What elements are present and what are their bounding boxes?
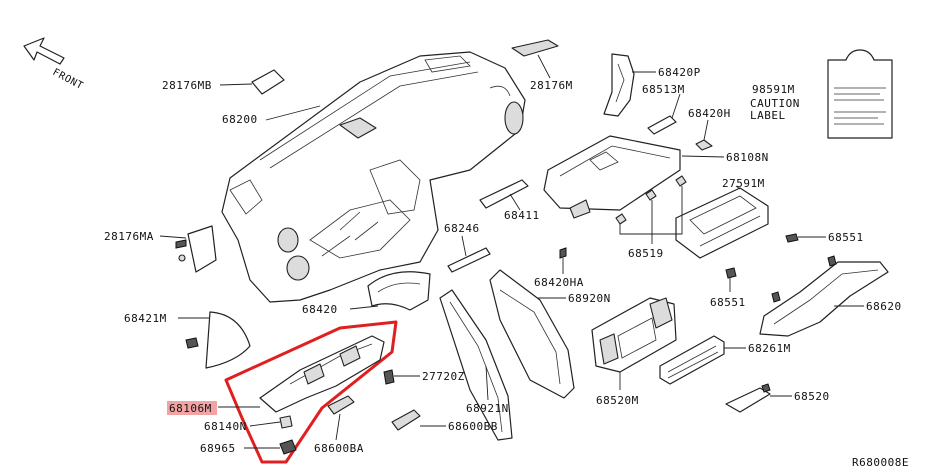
part-68420P[interactable]: 68420P xyxy=(603,53,701,117)
label-68411: 68411 xyxy=(504,209,540,222)
label-68420P: 68420P xyxy=(658,66,701,79)
caution-label-line2: LABEL xyxy=(750,109,786,122)
highlight-outline xyxy=(224,320,398,464)
part-68519-clips[interactable]: 68519 xyxy=(615,175,687,260)
part-68261M[interactable]: 68261M xyxy=(659,335,791,385)
label-68420: 68420 xyxy=(302,303,338,316)
label-68140N: 68140N xyxy=(204,420,247,433)
part-68920N[interactable]: 68920N xyxy=(489,269,611,399)
part-28176MB[interactable]: 28176MB xyxy=(162,69,285,95)
label-68420HA: 68420HA xyxy=(534,276,584,289)
caution-label-part-no: 98591M xyxy=(752,83,795,96)
label-68551-upper: 68551 xyxy=(828,231,864,244)
label-28176M: 28176M xyxy=(530,79,573,92)
label-68600BB: 68600BB xyxy=(448,420,498,433)
part-68520[interactable]: 68520 xyxy=(725,383,830,413)
part-68246[interactable]: 68246 xyxy=(444,222,491,273)
callout-68106M xyxy=(167,401,217,415)
label-68965: 68965 xyxy=(200,442,236,455)
part-68551-lower[interactable]: 68551 xyxy=(710,267,746,309)
part-68200-dashboard[interactable]: 68200 xyxy=(221,51,526,303)
part-68600BB[interactable]: 68600BB xyxy=(391,409,498,433)
highlighted-group[interactable]: 68106M 68140N 68965 68600BA xyxy=(167,320,398,464)
part-28176M[interactable]: 28176M xyxy=(511,39,573,92)
label-68421M: 68421M xyxy=(124,312,167,325)
caution-label[interactable]: 98591M CAUTION LABEL xyxy=(750,49,893,139)
part-68108N-glove-box[interactable]: 68108N xyxy=(543,135,769,219)
label-68519: 68519 xyxy=(628,247,664,260)
part-68921N[interactable]: 68921N xyxy=(439,289,513,441)
part-68421M[interactable]: 68421M xyxy=(124,311,251,369)
label-68513M: 68513M xyxy=(642,83,685,96)
part-27720Z[interactable]: 27720Z xyxy=(383,369,465,385)
part-68520M[interactable]: 68520M xyxy=(591,297,677,407)
caution-label-line1: CAUTION xyxy=(750,97,800,110)
part-68420H[interactable]: 68420H xyxy=(688,107,731,151)
label-28176MB: 28176MB xyxy=(162,79,212,92)
label-68921N: 68921N xyxy=(466,402,509,415)
reference-code: R680008E xyxy=(852,456,909,469)
label-27591M: 27591M xyxy=(722,177,765,190)
label-68600BA: 68600BA xyxy=(314,442,364,455)
label-68261M: 68261M xyxy=(748,342,791,355)
label-68420H: 68420H xyxy=(688,107,731,120)
label-68551-lower: 68551 xyxy=(710,296,746,309)
front-arrow: FRONT xyxy=(23,37,85,92)
part-27591M[interactable]: 27591M xyxy=(675,177,769,259)
part-68513M[interactable]: 68513M xyxy=(642,83,685,135)
part-68620[interactable]: 68620 xyxy=(759,255,902,337)
label-28176MA: 28176MA xyxy=(104,230,154,243)
front-label: FRONT xyxy=(51,67,85,92)
label-68620: 68620 xyxy=(866,300,902,313)
label-68200: 68200 xyxy=(222,113,258,126)
label-68520M: 68520M xyxy=(596,394,639,407)
label-68246: 68246 xyxy=(444,222,480,235)
label-68108N: 68108N xyxy=(726,151,769,164)
label-68520: 68520 xyxy=(794,390,830,403)
part-68551-upper[interactable]: 68551 xyxy=(785,231,864,244)
part-68420HA[interactable]: 68420HA xyxy=(534,247,584,289)
part-68420-hood[interactable]: 68420 xyxy=(302,271,431,316)
label-68920N: 68920N xyxy=(568,292,611,305)
label-27720Z: 27720Z xyxy=(422,370,465,383)
label-68106M: 68106M xyxy=(169,402,212,415)
part-28176MA[interactable]: 28176MA xyxy=(104,225,217,273)
part-68411[interactable]: 68411 xyxy=(479,179,540,222)
